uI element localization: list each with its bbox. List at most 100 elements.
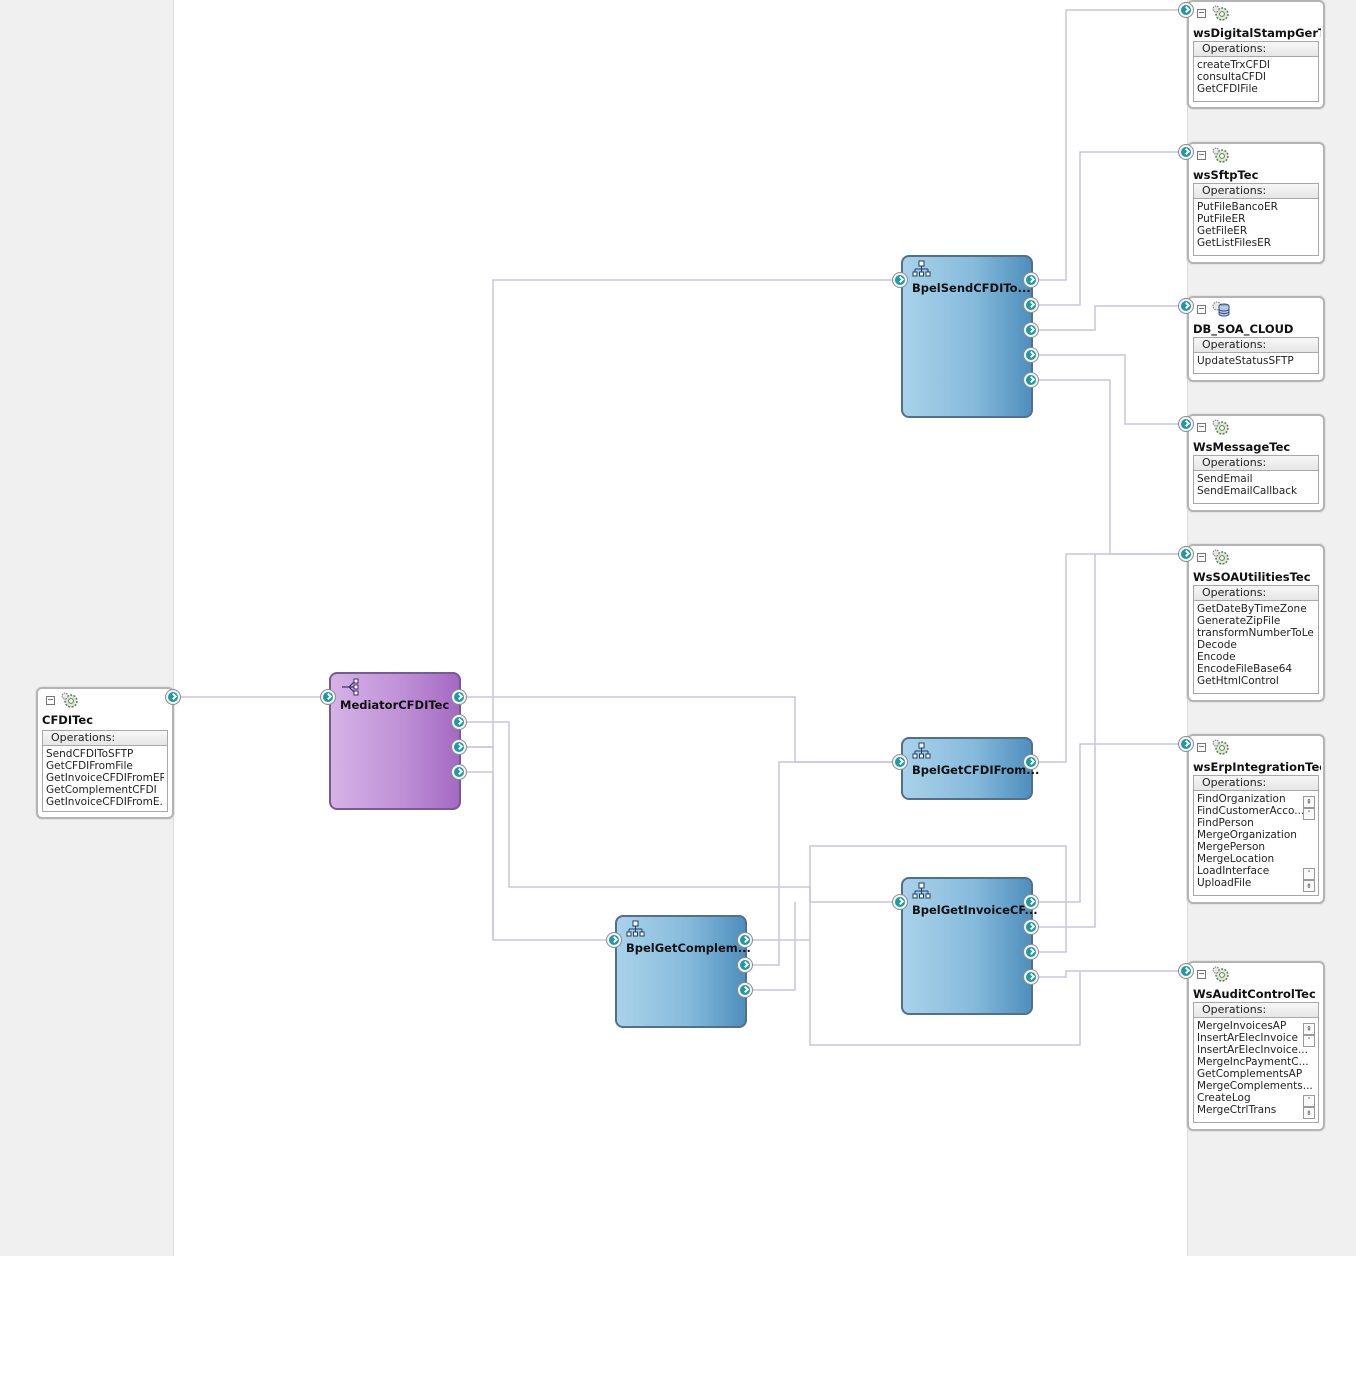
operation-item[interactable]: GetCFDIFile bbox=[1197, 83, 1258, 95]
operation-item[interactable]: SendEmail bbox=[1197, 473, 1253, 485]
service-port-out[interactable] bbox=[165, 689, 181, 705]
operation-item[interactable]: GetCFDIFromFile bbox=[46, 760, 133, 772]
operation-item[interactable]: GetComplementsAP bbox=[1197, 1068, 1303, 1080]
reference-wsdigitalstamp[interactable]: − wsDigitalStampGerT... Operations: crea… bbox=[1187, 0, 1325, 109]
bpel-send-component[interactable]: BpelSendCFDITo... bbox=[901, 255, 1033, 418]
operation-item[interactable]: MergeComplements... bbox=[1197, 1080, 1313, 1092]
wire-bpelgetinvoice-to-utilities bbox=[1039, 554, 1096, 928]
operation-item[interactable]: InsertArElecInvoice... bbox=[1197, 1044, 1308, 1056]
component-name: MediatorCFDITec bbox=[340, 698, 450, 712]
collapse-toggle[interactable]: − bbox=[1197, 422, 1206, 432]
operation-item[interactable]: MergeLocation bbox=[1197, 853, 1275, 865]
operation-item[interactable]: GetInvoiceCFDIFromE... bbox=[46, 796, 164, 808]
bpel-send-port-out-3[interactable] bbox=[1023, 322, 1039, 338]
operation-item[interactable]: FindCustomerAcco... bbox=[1197, 805, 1305, 817]
service-cfditec[interactable]: − CFDITec Operations: SendCFDIToSFTP Get… bbox=[36, 687, 174, 819]
operation-item[interactable]: FindPerson bbox=[1197, 817, 1254, 829]
operation-item[interactable]: LoadInterface bbox=[1197, 865, 1270, 877]
operations-title: Operations: bbox=[1194, 1003, 1318, 1018]
scroll-top-button[interactable]: ⇞ bbox=[1303, 796, 1315, 808]
collapse-toggle[interactable]: − bbox=[1197, 552, 1206, 562]
operation-item[interactable]: transformNumberToLe... bbox=[1197, 627, 1315, 639]
bpel-getcfdi-component[interactable]: BpelGetCFDIFrom... bbox=[901, 737, 1039, 800]
reference-db-soa-cloud[interactable]: − DB_SOA_CLOUD Operations: UpdateStatusS… bbox=[1187, 296, 1325, 382]
bpel-send-port-in[interactable] bbox=[892, 272, 908, 288]
collapse-toggle[interactable]: − bbox=[1197, 150, 1206, 160]
operation-item[interactable]: GetInvoiceCFDIFromERP bbox=[46, 772, 164, 784]
operation-item[interactable]: FindOrganization bbox=[1197, 793, 1286, 805]
operation-item[interactable]: GetListFilesER bbox=[1197, 237, 1272, 249]
operation-item[interactable]: InsertArElecInvoice bbox=[1197, 1032, 1298, 1044]
mediator-port-out-2[interactable] bbox=[451, 714, 467, 730]
mediator-port-out-3[interactable] bbox=[451, 739, 467, 755]
operation-item[interactable]: CreateLog bbox=[1197, 1092, 1251, 1104]
mediator-port-out-1[interactable] bbox=[451, 689, 467, 705]
operation-item[interactable]: UploadFile bbox=[1197, 877, 1252, 889]
reference-port-in[interactable] bbox=[1178, 144, 1194, 160]
bpel-getcomplem-component[interactable]: BpelGetComplem... bbox=[615, 915, 751, 1028]
bpel-getinvoice-port-out-4[interactable] bbox=[1023, 969, 1039, 985]
scroll-top-button[interactable]: ⇞ bbox=[1303, 1023, 1315, 1035]
operation-item[interactable]: createTrxCFDI bbox=[1197, 59, 1271, 71]
collapse-toggle[interactable]: − bbox=[1197, 969, 1206, 979]
scroll-down-button[interactable]: ˅ bbox=[1303, 1095, 1315, 1107]
bpel-getcfdi-port-in[interactable] bbox=[892, 754, 908, 770]
operation-item[interactable]: SendCFDIToSFTP bbox=[46, 748, 134, 760]
reference-port-in[interactable] bbox=[1178, 963, 1194, 979]
operation-item[interactable]: GetFileER bbox=[1197, 225, 1248, 237]
operation-item[interactable]: MergeIncPaymentC... bbox=[1197, 1056, 1309, 1068]
reference-port-in[interactable] bbox=[1178, 416, 1194, 432]
scroll-bottom-button[interactable]: ⇟ bbox=[1303, 880, 1315, 892]
bpel-send-port-out-2[interactable] bbox=[1023, 297, 1039, 313]
bpel-getcomplem-port-in[interactable] bbox=[606, 932, 622, 948]
collapse-toggle[interactable]: − bbox=[1197, 304, 1206, 314]
reference-port-in[interactable] bbox=[1178, 736, 1194, 752]
bpel-send-port-out-4[interactable] bbox=[1023, 347, 1039, 363]
operation-item[interactable]: Encode bbox=[1197, 651, 1236, 663]
operation-item[interactable]: PutFileBancoER bbox=[1197, 201, 1278, 213]
reference-wserpintegrationtec[interactable]: − wsErpIntegrationTec Operations: FindOr… bbox=[1187, 734, 1325, 904]
operation-item[interactable]: MergeInvoicesAP bbox=[1197, 1020, 1287, 1032]
bpel-getcfdi-port-out[interactable] bbox=[1023, 754, 1039, 770]
scroll-bottom-button[interactable]: ⇟ bbox=[1303, 1107, 1315, 1119]
bpel-getinvoice-port-out-2[interactable] bbox=[1023, 919, 1039, 935]
reference-wsmessagetec[interactable]: − WsMessageTec Operations: SendEmail Sen… bbox=[1187, 414, 1325, 512]
operation-item[interactable]: MergeCtrlTrans bbox=[1197, 1104, 1277, 1116]
collapse-toggle[interactable]: − bbox=[1197, 8, 1206, 18]
mediator-port-in[interactable] bbox=[320, 689, 336, 705]
bpel-getcomplem-port-out-1[interactable] bbox=[737, 932, 753, 948]
reference-port-in[interactable] bbox=[1178, 298, 1194, 314]
bpel-getcomplem-port-out-2[interactable] bbox=[737, 957, 753, 973]
operation-item[interactable]: UpdateStatusSFTP bbox=[1197, 355, 1294, 367]
operation-item[interactable]: consultaCFDI bbox=[1197, 71, 1266, 83]
bpel-getcomplem-port-out-3[interactable] bbox=[737, 982, 753, 998]
bpel-getinvoice-component[interactable]: BpelGetInvoiceCF... bbox=[901, 877, 1038, 1015]
collapse-toggle[interactable]: − bbox=[1197, 742, 1206, 752]
bpel-getinvoice-port-out-1[interactable] bbox=[1023, 894, 1039, 910]
operation-item[interactable]: GetHtmlControl bbox=[1197, 675, 1279, 687]
operation-item[interactable]: GenerateZipFile bbox=[1197, 615, 1281, 627]
reference-port-in[interactable] bbox=[1178, 2, 1194, 18]
operation-item[interactable]: MergeOrganization bbox=[1197, 829, 1297, 841]
operation-item[interactable]: Decode bbox=[1197, 639, 1237, 651]
mediator-port-out-4[interactable] bbox=[451, 764, 467, 780]
reference-wssoautilitiestec[interactable]: − WsSOAUtilitiesTec Operations: GetDateB… bbox=[1187, 544, 1325, 702]
operation-item[interactable]: SendEmailCallback bbox=[1197, 485, 1298, 497]
scroll-up-button[interactable]: ˄ bbox=[1303, 808, 1315, 820]
bpel-getinvoice-port-out-3[interactable] bbox=[1023, 944, 1039, 960]
operation-item[interactable]: PutFileER bbox=[1197, 213, 1246, 225]
mediator-component[interactable]: MediatorCFDITec bbox=[329, 672, 461, 810]
scroll-up-button[interactable]: ˄ bbox=[1303, 1035, 1315, 1047]
scroll-down-button[interactable]: ˅ bbox=[1303, 868, 1315, 880]
operation-item[interactable]: MergePerson bbox=[1197, 841, 1266, 853]
reference-port-in[interactable] bbox=[1178, 546, 1194, 562]
operation-item[interactable]: GetComplementCFDI bbox=[46, 784, 157, 796]
bpel-send-port-out-1[interactable] bbox=[1023, 272, 1039, 288]
operation-item[interactable]: EncodeFileBase64 bbox=[1197, 663, 1293, 675]
operation-item[interactable]: GetDateByTimeZone bbox=[1197, 603, 1307, 615]
reference-wsauditcontroltec[interactable]: − WsAuditControlTec Operations: MergeInv… bbox=[1187, 961, 1325, 1131]
reference-wssftptec[interactable]: − wsSftpTec Operations: PutFileBancoER P… bbox=[1187, 142, 1325, 264]
collapse-toggle[interactable]: − bbox=[46, 695, 55, 705]
bpel-send-port-out-5[interactable] bbox=[1023, 372, 1039, 388]
bpel-getinvoice-port-in[interactable] bbox=[892, 894, 908, 910]
